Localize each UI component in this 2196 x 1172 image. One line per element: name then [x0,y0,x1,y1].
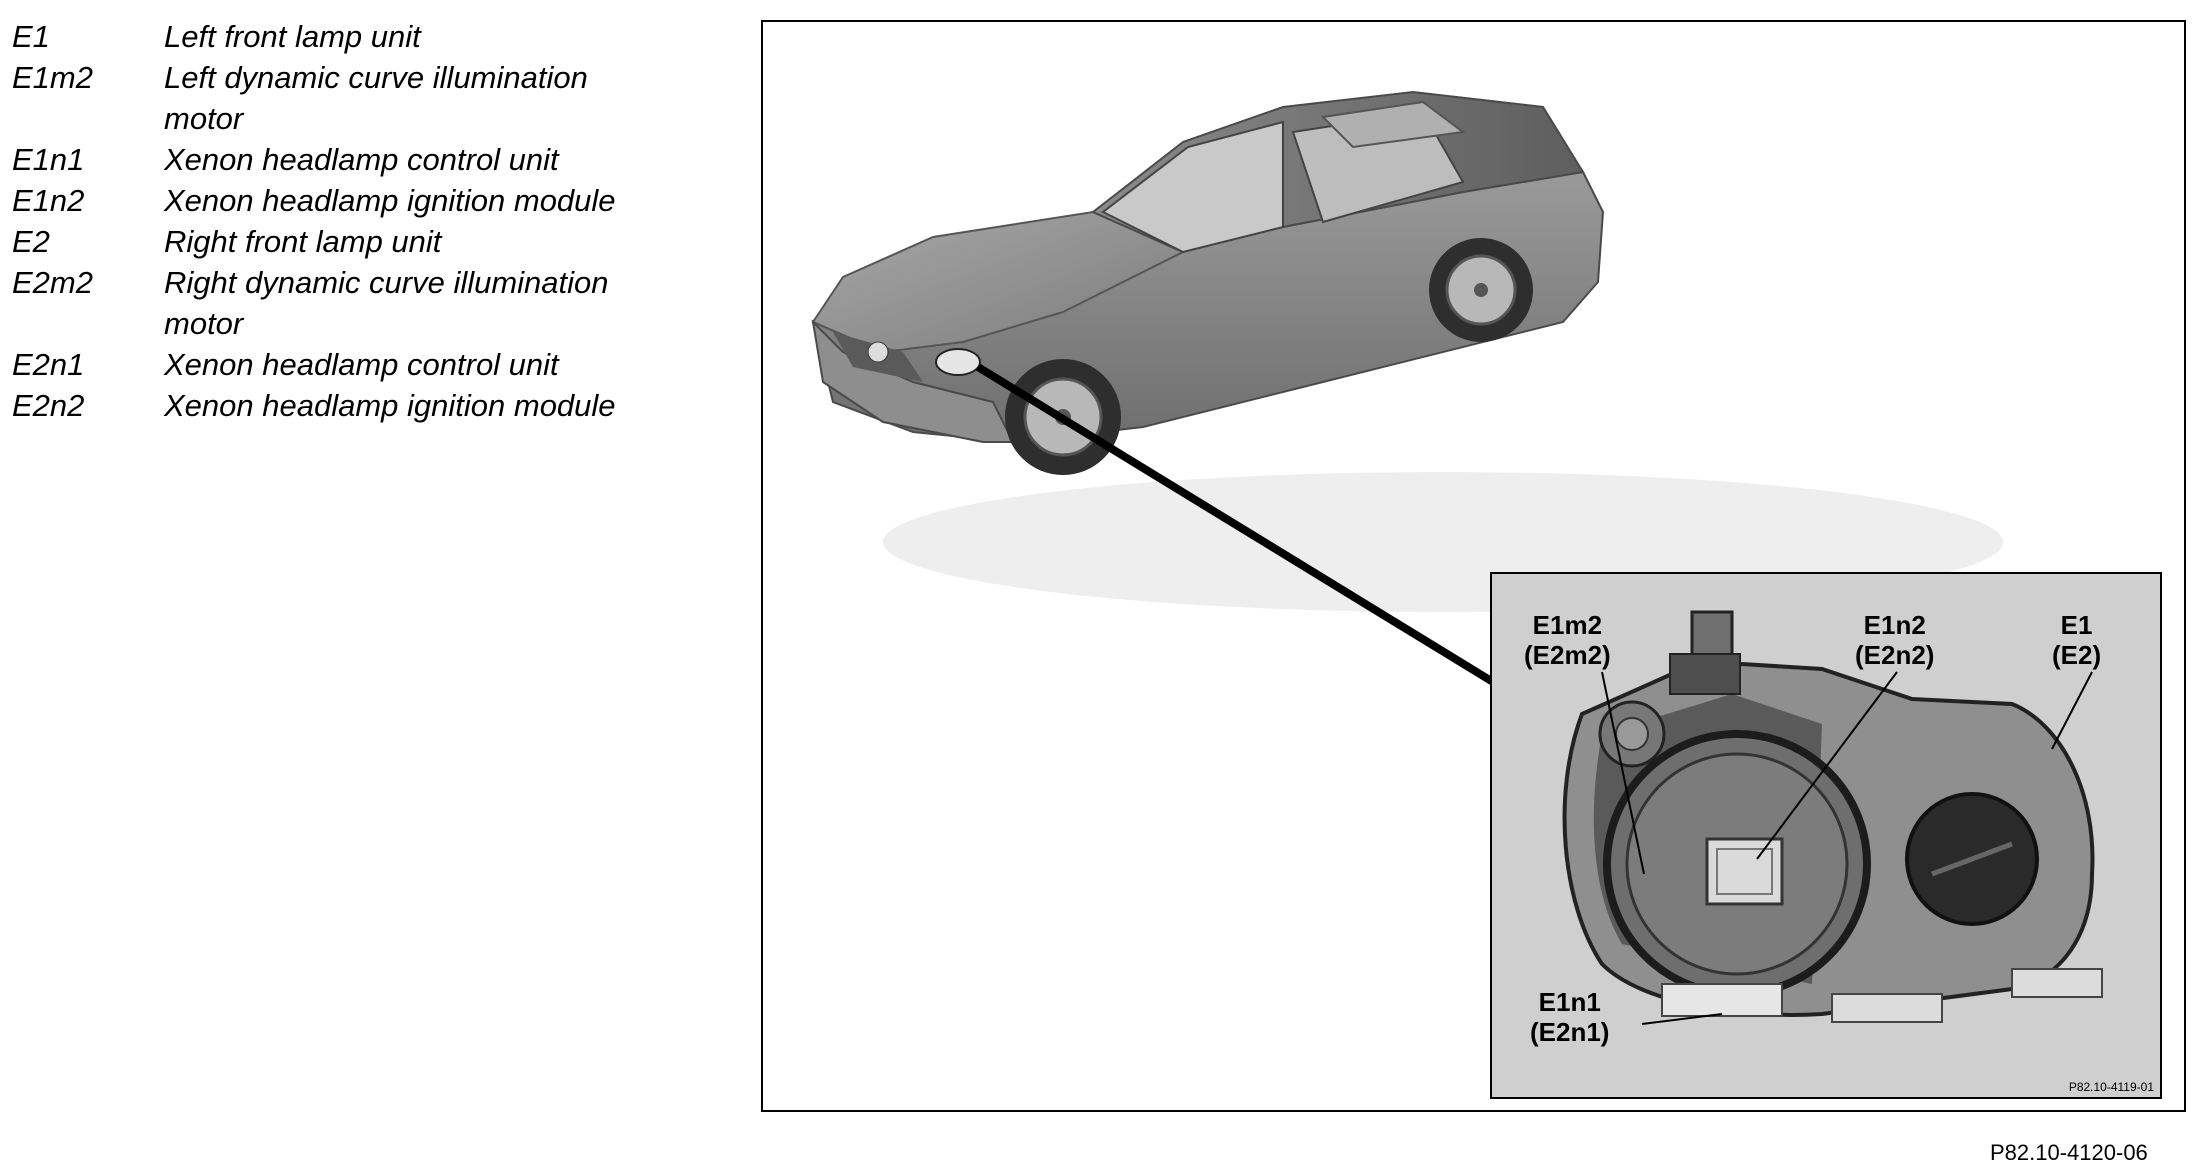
legend-item: E2n1 Xenon headlamp control unit [12,344,732,385]
leader-line [975,363,1496,686]
callout-e1n1: E1n1(E2n1) [1530,987,1610,1047]
car-body [811,90,1605,444]
pointer-e1n2 [1756,671,1898,860]
callout-e1m2: E1m2(E2m2) [1524,610,1611,670]
legend-item: E1 Left front lamp unit [12,16,732,57]
callout-e1: E1(E2) [2052,610,2102,670]
legend-description: Right dynamic curve illumination motor [164,265,609,341]
legend-code: E2 [12,224,50,259]
legend-description: Xenon headlamp control unit [164,347,559,382]
legend-code: E1n2 [12,183,85,218]
legend-description: Xenon headlamp ignition module [164,388,616,423]
legend-code: E2m2 [12,265,93,300]
legend-description: Left front lamp unit [164,19,421,54]
legend-description: Right front lamp unit [164,224,442,259]
legend-code: E2n2 [12,388,85,423]
legend-item: E1n1 Xenon headlamp control unit [12,139,732,180]
pointer-e1 [2051,671,2093,750]
figure-reference-code: P82.10-4120-06 [1990,1140,2148,1165]
inset-reference-code: P82.10-4119-01 [2068,1080,2154,1094]
headlamp-illustration [1562,610,2103,1025]
headlamp [935,348,981,376]
pointer-e1n1 [1641,1013,1723,1025]
legend-list: E1 Left front lamp unit E1m2 Left dynami… [12,16,732,426]
car-illustration [811,90,2003,686]
legend-code: E1 [12,19,50,54]
legend-item: E2 Right front lamp unit [12,221,732,262]
legend-description: Xenon headlamp ignition module [164,183,616,218]
headlamp-detail-inset: E1m2(E2m2) E1n2(E2n2) E1(E2) E1n1(E2n1) … [1490,572,2162,1099]
legend-description: Left dynamic curve illumination motor [164,60,588,136]
legend-item: E1m2 Left dynamic curve illumination mot… [12,57,732,139]
legend-item: E2n2 Xenon headlamp ignition module [12,385,732,426]
illustration-frame: E1m2(E2m2) E1n2(E2n2) E1(E2) E1n1(E2n1) … [761,20,2186,1112]
callout-e1n2: E1n2(E2n2) [1855,610,1935,670]
legend-item: E2m2 Right dynamic curve illumination mo… [12,262,732,344]
rear-wheel [1429,238,1533,342]
legend-item: E1n2 Xenon headlamp ignition module [12,180,732,221]
legend-code: E2n1 [12,347,85,382]
legend-description: Xenon headlamp control unit [164,142,559,177]
control-unit [1661,983,1783,1017]
legend-code: E1n1 [12,142,85,177]
legend-code: E1m2 [12,60,93,95]
pointer-e1m2 [1601,671,1645,875]
